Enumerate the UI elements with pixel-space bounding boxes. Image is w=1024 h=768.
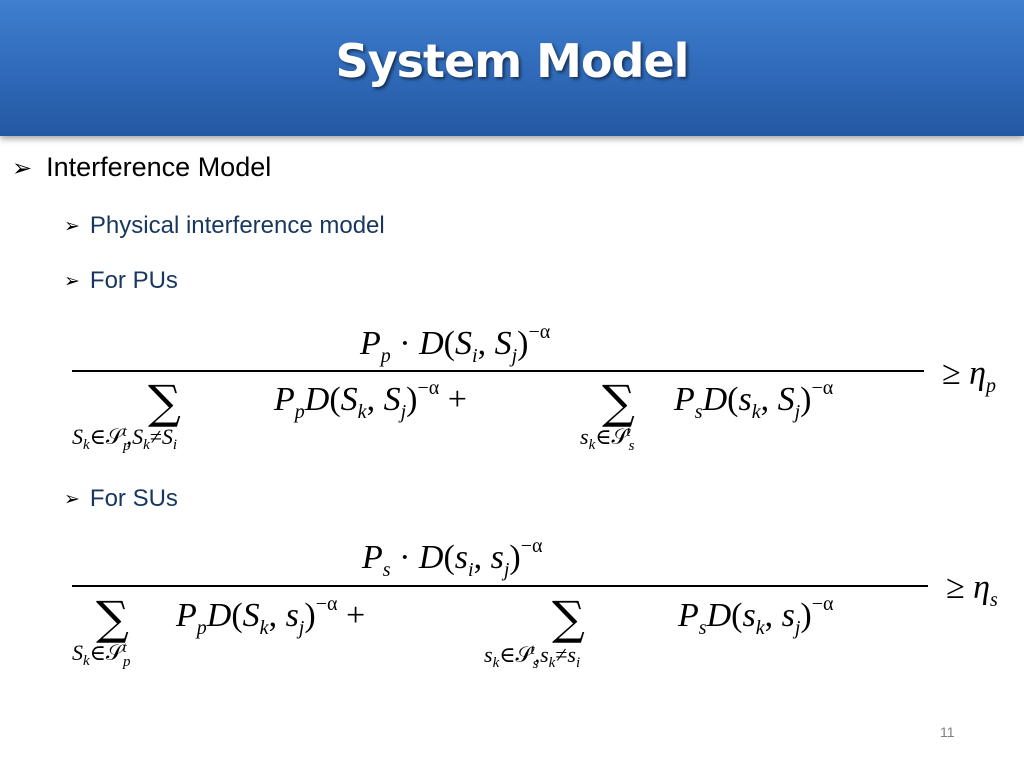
- svg-text:∑: ∑: [96, 591, 129, 645]
- bullet-for-pus: ➢ For PUs: [64, 267, 178, 295]
- svg-text:Pp · D(Si, Sj)−α: Pp · D(Si, Sj)−α: [359, 321, 551, 367]
- arrow-bullet-icon: ➢: [64, 270, 80, 292]
- arrow-bullet-icon: ➢: [64, 488, 80, 510]
- svg-text:PsD(sk, sj)−α: PsD(sk, sj)−α: [677, 593, 834, 639]
- arrow-bullet-icon: ➢: [64, 215, 80, 237]
- svg-text:≥ ηs: ≥ ηs: [946, 569, 998, 611]
- bullet-text: Interference Model: [46, 152, 272, 182]
- bullet-text: Physical interference model: [89, 212, 385, 239]
- svg-text:PpD(Sk, sj)−α +: PpD(Sk, sj)−α +: [175, 593, 365, 639]
- svg-text:Sk∈𝒮pt: Sk∈𝒮pt: [72, 640, 131, 670]
- svg-text:∑: ∑: [148, 375, 181, 429]
- bullet-for-sus: ➢ For SUs: [64, 485, 178, 513]
- svg-text:∑: ∑: [552, 591, 585, 645]
- bullet-physical-interference-model: ➢ Physical interference model: [64, 212, 385, 240]
- svg-text:PsD(sk, Sj)−α: PsD(sk, Sj)−α: [673, 377, 834, 423]
- svg-text:∑: ∑: [602, 375, 635, 429]
- title-bar: System Model: [0, 0, 1024, 136]
- bullet-text: For PUs: [89, 267, 178, 294]
- svg-text:Ps · D(si, sj)−α: Ps · D(si, sj)−α: [361, 535, 543, 581]
- bullet-interference-model: ➢ Interference Model: [12, 152, 271, 183]
- bullet-text: For SUs: [89, 485, 178, 512]
- slide-title: System Model: [335, 34, 690, 88]
- svg-text:Sk∈𝒮pt,Sk≠Si: Sk∈𝒮pt,Sk≠Si: [72, 424, 177, 454]
- svg-text:PpD(Sk, Sj)−α +: PpD(Sk, Sj)−α +: [273, 377, 467, 423]
- svg-text:sk∈𝒮st,sk≠si: sk∈𝒮st,sk≠si: [484, 642, 580, 672]
- arrow-bullet-icon: ➢: [12, 153, 33, 182]
- page-number: 11: [940, 724, 955, 740]
